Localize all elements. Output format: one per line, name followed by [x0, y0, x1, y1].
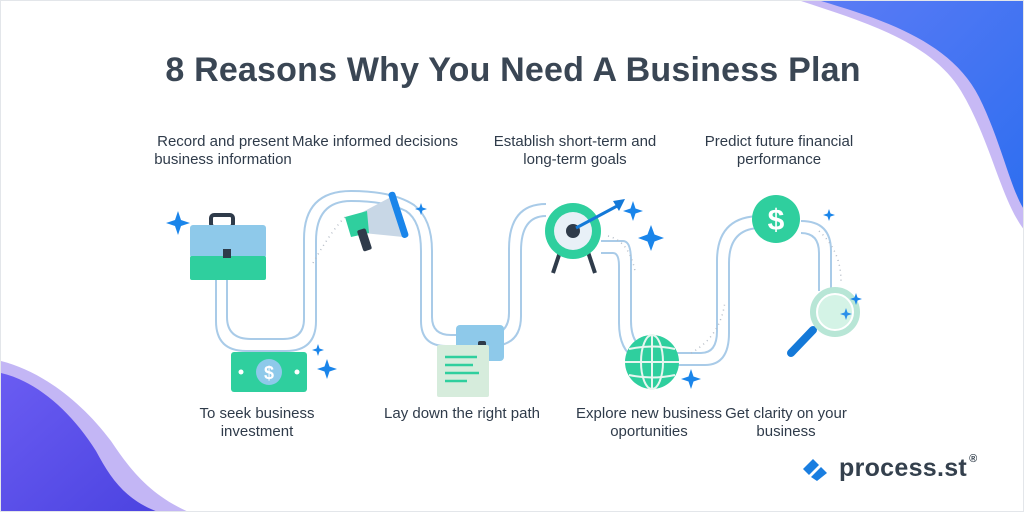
reason-label-informed-decisions: Make informed decisions [292, 133, 458, 150]
sparkle-icon [415, 203, 427, 215]
sparkle-icon [317, 359, 337, 379]
process-st-logo-icon [803, 458, 827, 481]
sparkle-icon [166, 211, 190, 235]
svg-text:$: $ [264, 363, 274, 383]
sparkle-icon [623, 201, 643, 221]
page-title: 8 Reasons Why You Need A Business Plan [165, 51, 861, 89]
dollar-coin-icon: $ [752, 195, 800, 243]
registered-mark: ® [969, 452, 978, 465]
reason-label-new-opportunities: Explore new business oportunities [576, 405, 722, 440]
reason-label-record-information: Record and present business information [154, 133, 292, 168]
megaphone-icon [345, 191, 409, 252]
bottom-left-blob-main [1, 373, 156, 511]
target-icon [545, 199, 625, 274]
reason-label-right-path: Lay down the right path [384, 405, 540, 422]
reason-label-financial-performance: Predict future financial performance [704, 133, 854, 168]
sparkle-icon [823, 209, 835, 221]
dotted-accents [312, 215, 842, 354]
sparkle-icon [638, 225, 664, 251]
top-right-blob-main [821, 1, 1023, 208]
magnifier-icon [787, 287, 860, 357]
globe-icon [625, 334, 679, 390]
brand-logo: process.st ® [801, 452, 983, 483]
documents-icon [437, 325, 504, 397]
briefcase-icon [190, 213, 266, 280]
sparkle-icon [850, 293, 862, 305]
reason-label-goals: Establish short-term and long-term goals [493, 133, 657, 168]
winding-path [215, 189, 832, 366]
svg-text:$: $ [768, 204, 785, 237]
sparkle-icons [166, 201, 862, 389]
brand-name: process.st [839, 454, 968, 482]
sparkle-icon [681, 369, 701, 389]
sparkle-icon [840, 308, 852, 320]
sparkle-icon [312, 344, 324, 356]
reason-label-seek-investment: To seek business investment [199, 405, 315, 440]
banknote-icon: $ [231, 352, 307, 392]
reason-label-clarity: Get clarity on your business [725, 405, 847, 440]
